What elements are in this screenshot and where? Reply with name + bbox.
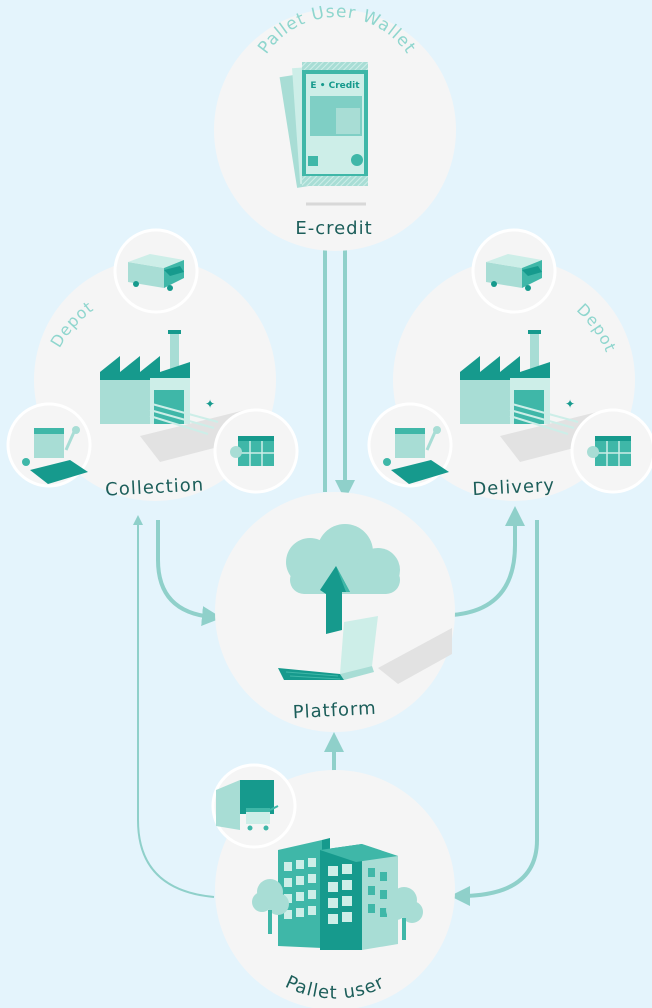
svg-text:✦: ✦ — [565, 397, 575, 411]
cloud-upload-laptop-icon — [278, 524, 452, 684]
crates-badge-collection — [213, 408, 299, 494]
arrow-delivery-to-pallet-user — [450, 520, 539, 906]
office-building-icon — [252, 838, 423, 950]
crates-icon — [587, 436, 631, 466]
svg-text:✦: ✦ — [205, 397, 215, 411]
factory-icon: ✦ — [460, 330, 605, 462]
crates-icon — [230, 436, 274, 466]
arrow-collection-to-platform — [156, 520, 222, 627]
pallet-user-node: Pallet user — [215, 770, 455, 1008]
pallet-jack-icon — [22, 426, 88, 484]
collection-label: Collection — [105, 474, 205, 500]
arrow-pallet-user-to-collection — [133, 515, 215, 898]
arrow-platform-to-delivery — [451, 506, 525, 617]
wallet-node: Pallet User Wallet E • Credit E-credit — [214, 2, 456, 251]
truck-icon — [486, 254, 542, 291]
e-credit-card-icon: E • Credit — [279, 62, 368, 206]
shopping-cart-badge — [211, 763, 297, 849]
platform-label: Platform — [292, 698, 377, 723]
truck-icon — [128, 254, 184, 291]
pallet-jack-icon — [383, 426, 449, 484]
truck-badge-delivery — [471, 228, 557, 314]
truck-badge-collection — [113, 228, 199, 314]
card-text: E • Credit — [310, 81, 360, 91]
shopping-cart-icon — [216, 780, 279, 831]
pallet-jack-badge-delivery — [367, 402, 453, 488]
pallet-jack-badge-collection — [6, 402, 92, 488]
factory-icon: ✦ — [100, 330, 245, 462]
connectors — [133, 212, 539, 906]
crates-badge-delivery — [570, 408, 652, 494]
delivery-label: Delivery — [472, 475, 556, 500]
wallet-label: E-credit — [295, 218, 372, 239]
platform-node: Platform — [215, 492, 455, 732]
